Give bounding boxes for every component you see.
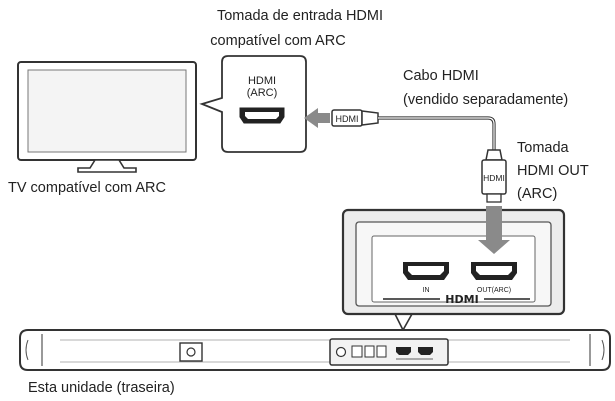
out-jack-label-line1: Tomada [517,140,570,156]
unit-caption: Esta unidade (traseira) [28,380,175,396]
hdmi-cable [378,116,496,150]
hdmi-logo: HDMI [445,293,478,306]
arrow-to-tv-icon [304,108,330,128]
tv-port-callout [199,55,307,153]
hdmi-cable-highlight [378,117,495,150]
left-plug-label: HDMI [336,114,359,124]
cable-label-line2: (vendido separadamente) [403,92,568,108]
tv-port-label-line1: HDMI [248,75,276,87]
right-hdmi-plug [481,149,507,203]
arrow-to-unit-icon [478,206,510,254]
out-jack-label-line2: HDMI OUT [517,163,589,179]
out-jack-label-line3: (ARC) [517,186,557,202]
tv-hdmi-port-icon [239,107,285,124]
hdmi-out-port-icon [471,262,517,280]
tv-hdmi-jack-label-line1: Tomada de entrada HDMI [217,8,383,24]
zoom-connector [394,313,413,332]
left-hdmi-plug [331,109,379,127]
cable-label-line1: Cabo HDMI [403,68,479,84]
tv-stand [77,159,137,173]
right-plug-label: HDMI [483,173,505,183]
power-socket-icon [179,342,203,362]
tv-port-label-line2: (ARC) [247,87,278,99]
tv-hdmi-jack-label-line2: compatível com ARC [210,33,345,49]
sound-bar [19,329,611,371]
hdmi-in-port-icon [403,262,449,280]
unit-connector-cluster [329,338,449,366]
tv-illustration [17,61,197,173]
tv-screen [27,69,187,153]
out-port-label: OUT(ARC) [477,287,511,294]
tv-caption: TV compatível com ARC [8,180,166,196]
in-port-label: IN [423,287,430,294]
